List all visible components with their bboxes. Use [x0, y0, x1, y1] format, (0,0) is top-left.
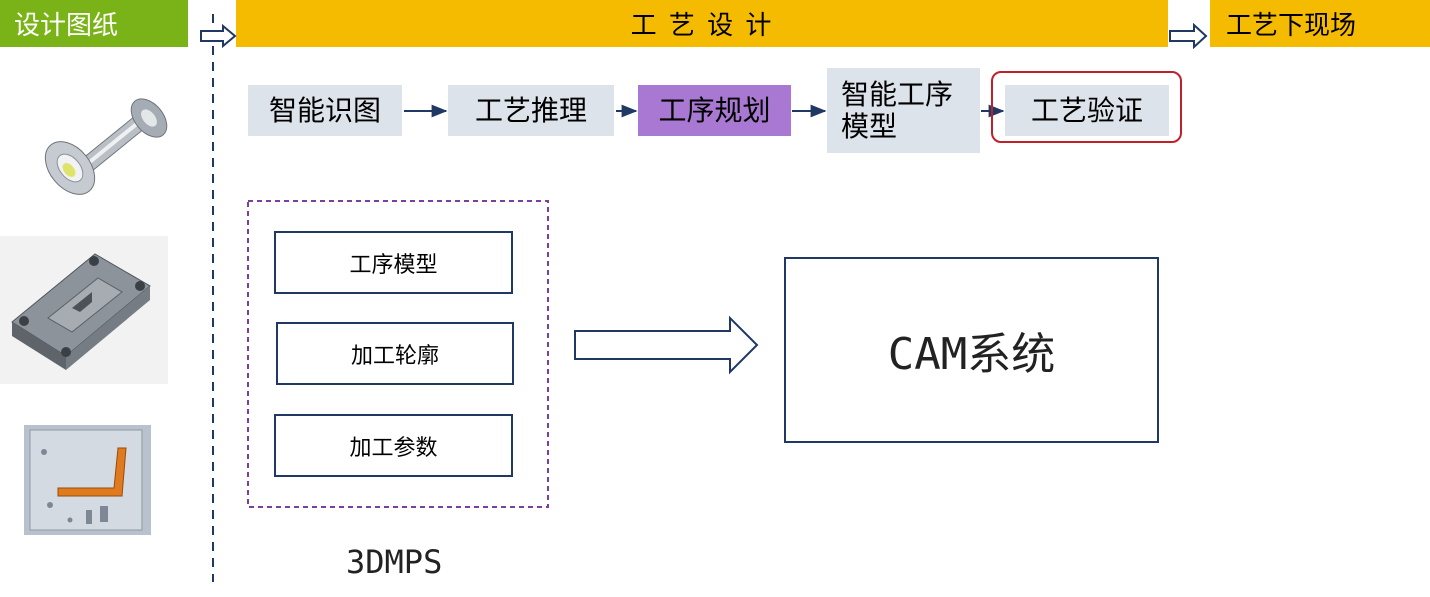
item-machining-contour[interactable]: 加工轮廓 [276, 322, 514, 385]
item-machining-parameters[interactable]: 加工参数 [274, 414, 513, 477]
step-smart-recognition-label: 智能识图 [268, 93, 381, 127]
3dmps-group-frame [247, 200, 549, 508]
pipe-part-icon [20, 82, 180, 212]
process-design-label: 工 艺 设 计 [630, 11, 774, 41]
header-arrow-right-icon [1169, 22, 1208, 50]
cam-system-box[interactable]: CAM系统 [784, 257, 1159, 443]
step-smart-operation-model[interactable]: 智能工序模型 [827, 68, 980, 153]
process-design-banner: 工 艺 设 计 [236, 0, 1168, 47]
on-site-banner: 工艺下现场 [1210, 0, 1430, 47]
3dmps-caption: 3DMPS [346, 543, 443, 581]
step-smart-operation-model-label: 智能工序模型 [841, 77, 954, 143]
validation-highlight-frame [991, 71, 1182, 143]
step-smart-recognition[interactable]: 智能识图 [248, 85, 402, 136]
step-operation-planning-label: 工序规划 [658, 93, 771, 127]
step-process-reasoning[interactable]: 工艺推理 [448, 85, 614, 136]
design-drawing-banner: 设计图纸 [0, 0, 188, 47]
header-arrow-left-icon [200, 23, 237, 49]
on-site-label: 工艺下现场 [1226, 11, 1357, 41]
cam-system-label: CAM系统 [887, 329, 1056, 380]
item-operation-model[interactable]: 工序模型 [274, 231, 513, 294]
step-process-validation[interactable]: 工艺验证 [1005, 85, 1169, 136]
step-process-reasoning-label: 工艺推理 [474, 93, 587, 127]
item-machining-contour-label: 加工轮廓 [350, 343, 439, 369]
mold-plate-icon [0, 236, 168, 384]
sheet-metal-icon [24, 425, 151, 535]
design-drawing-label: 设计图纸 [14, 11, 119, 41]
item-machining-parameters-label: 加工参数 [349, 435, 438, 461]
step-process-validation-label: 工艺验证 [1030, 93, 1143, 127]
to-cam-arrow-icon [574, 315, 759, 375]
item-operation-model-label: 工序模型 [349, 252, 438, 278]
step-operation-planning[interactable]: 工序规划 [638, 85, 791, 136]
